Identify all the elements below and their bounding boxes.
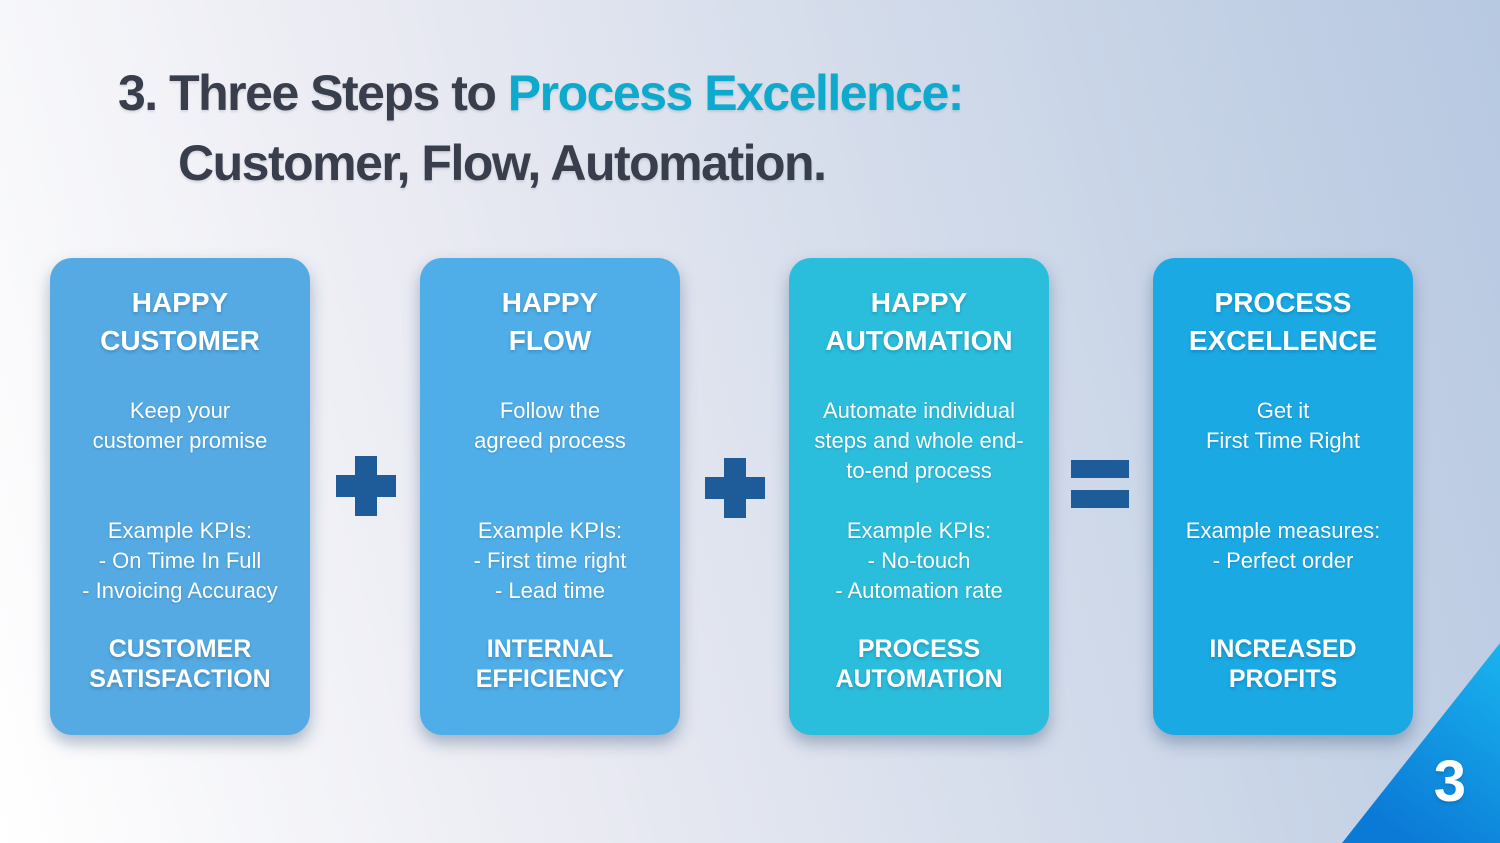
- card-description: Keep your customer promise: [92, 398, 268, 453]
- plus-icon: [705, 458, 765, 518]
- slide-title-highlight: Process Excellence:: [507, 65, 965, 121]
- slide-title-line1: 3. Three Steps to Process Excellence:: [118, 65, 965, 121]
- card-outcome: PROCESS AUTOMATION: [835, 635, 1003, 693]
- slide-title-line2: Customer, Flow, Automation.: [178, 135, 827, 191]
- card-happy-automation: HAPPY AUTOMATION Automate individual ste…: [789, 258, 1049, 735]
- card-kpis: Example KPIs: - First time right - Lead …: [473, 518, 627, 603]
- card-description: Automate individual steps and whole end-…: [814, 398, 1024, 483]
- card-outcome: CUSTOMER SATISFACTION: [89, 635, 271, 693]
- card-title: HAPPY FLOW: [501, 287, 599, 356]
- card-process-excellence: PROCESS EXCELLENCE Get it First Time Rig…: [1153, 258, 1413, 735]
- card-title: PROCESS EXCELLENCE: [1188, 287, 1378, 356]
- card-kpis: Example KPIs: - No-touch - Automation ra…: [835, 518, 1003, 603]
- slide-title: 3. Three Steps to Process Excellence: Cu…: [118, 58, 965, 198]
- plus-icon: [336, 456, 396, 516]
- card-kpis: Example KPIs: - On Time In Full - Invoic…: [82, 518, 278, 603]
- card-title: HAPPY AUTOMATION: [825, 287, 1013, 356]
- card-description: Get it First Time Right: [1205, 398, 1361, 453]
- card-title: HAPPY CUSTOMER: [100, 287, 260, 356]
- card-description: Follow the agreed process: [474, 398, 626, 453]
- card-outcome: INCREASED PROFITS: [1209, 635, 1357, 693]
- card-kpis: Example measures: - Perfect order: [1185, 518, 1381, 573]
- card-outcome: INTERNAL EFFICIENCY: [475, 635, 625, 693]
- card-happy-flow: HAPPY FLOW Follow the agreed process Exa…: [420, 258, 680, 735]
- card-happy-customer: HAPPY CUSTOMER Keep your customer promis…: [50, 258, 310, 735]
- page-number: 3: [1433, 749, 1466, 814]
- equals-icon: [1071, 460, 1129, 508]
- slide-title-prefix: 3. Three Steps to: [118, 65, 508, 121]
